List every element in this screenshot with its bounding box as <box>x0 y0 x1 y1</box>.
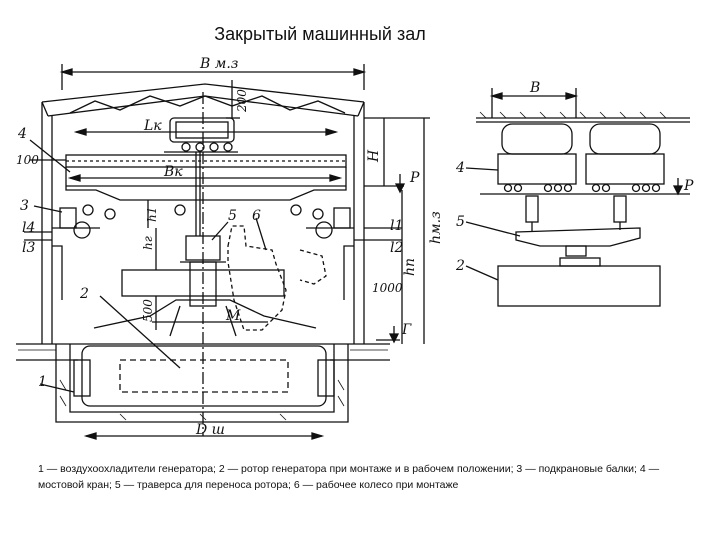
right-detail <box>465 88 690 307</box>
label-b-mz: В м.з <box>199 56 238 72</box>
label-g: Г <box>401 322 412 338</box>
label-right-p: Р <box>683 178 694 194</box>
label-hn: hп <box>402 258 418 276</box>
label-right-b: В <box>529 80 540 96</box>
figure-caption: 1 — воздухоохладители генератора; 2 — ро… <box>38 463 660 491</box>
main-section <box>16 64 430 440</box>
machine-hall-drawing: В м.з 200 Lк Вк Н 4 100 3 l4 l3 h1 hг 5 … <box>16 56 694 440</box>
label-500: 500 <box>141 299 155 322</box>
label-5: 5 <box>228 208 237 224</box>
label-3: 3 <box>20 198 29 214</box>
label-right-4: 4 <box>455 160 465 176</box>
label-hr: hг <box>141 236 155 250</box>
label-1: 1 <box>38 374 47 390</box>
label-l4: l4 <box>22 220 35 236</box>
label-right-5: 5 <box>456 214 465 230</box>
label-2: 2 <box>79 286 89 302</box>
label-l1: l1 <box>390 218 403 234</box>
label-l2: l2 <box>390 240 403 256</box>
label-lk: Lк <box>143 118 162 134</box>
label-4: 4 <box>17 126 27 142</box>
label-h1: h1 <box>145 207 159 222</box>
label-bk: Вк <box>163 164 183 180</box>
dimension-labels: В м.з 200 Lк Вк Н 4 100 3 l4 l3 h1 hг 5 … <box>16 56 694 438</box>
label-200: 200 <box>235 89 249 113</box>
label-l3: l3 <box>22 240 35 256</box>
page-title: Закрытый машинный зал <box>214 24 426 44</box>
label-dsh: D ш <box>195 422 225 438</box>
label-h: Н <box>366 149 382 163</box>
label-1000: 1000 <box>372 281 403 295</box>
label-100: 100 <box>16 153 39 167</box>
label-p: Р <box>409 170 420 186</box>
label-6: 6 <box>252 208 261 224</box>
label-hmz: hм.з <box>428 211 444 244</box>
label-right-2: 2 <box>455 258 465 274</box>
label-m: М <box>225 308 241 324</box>
